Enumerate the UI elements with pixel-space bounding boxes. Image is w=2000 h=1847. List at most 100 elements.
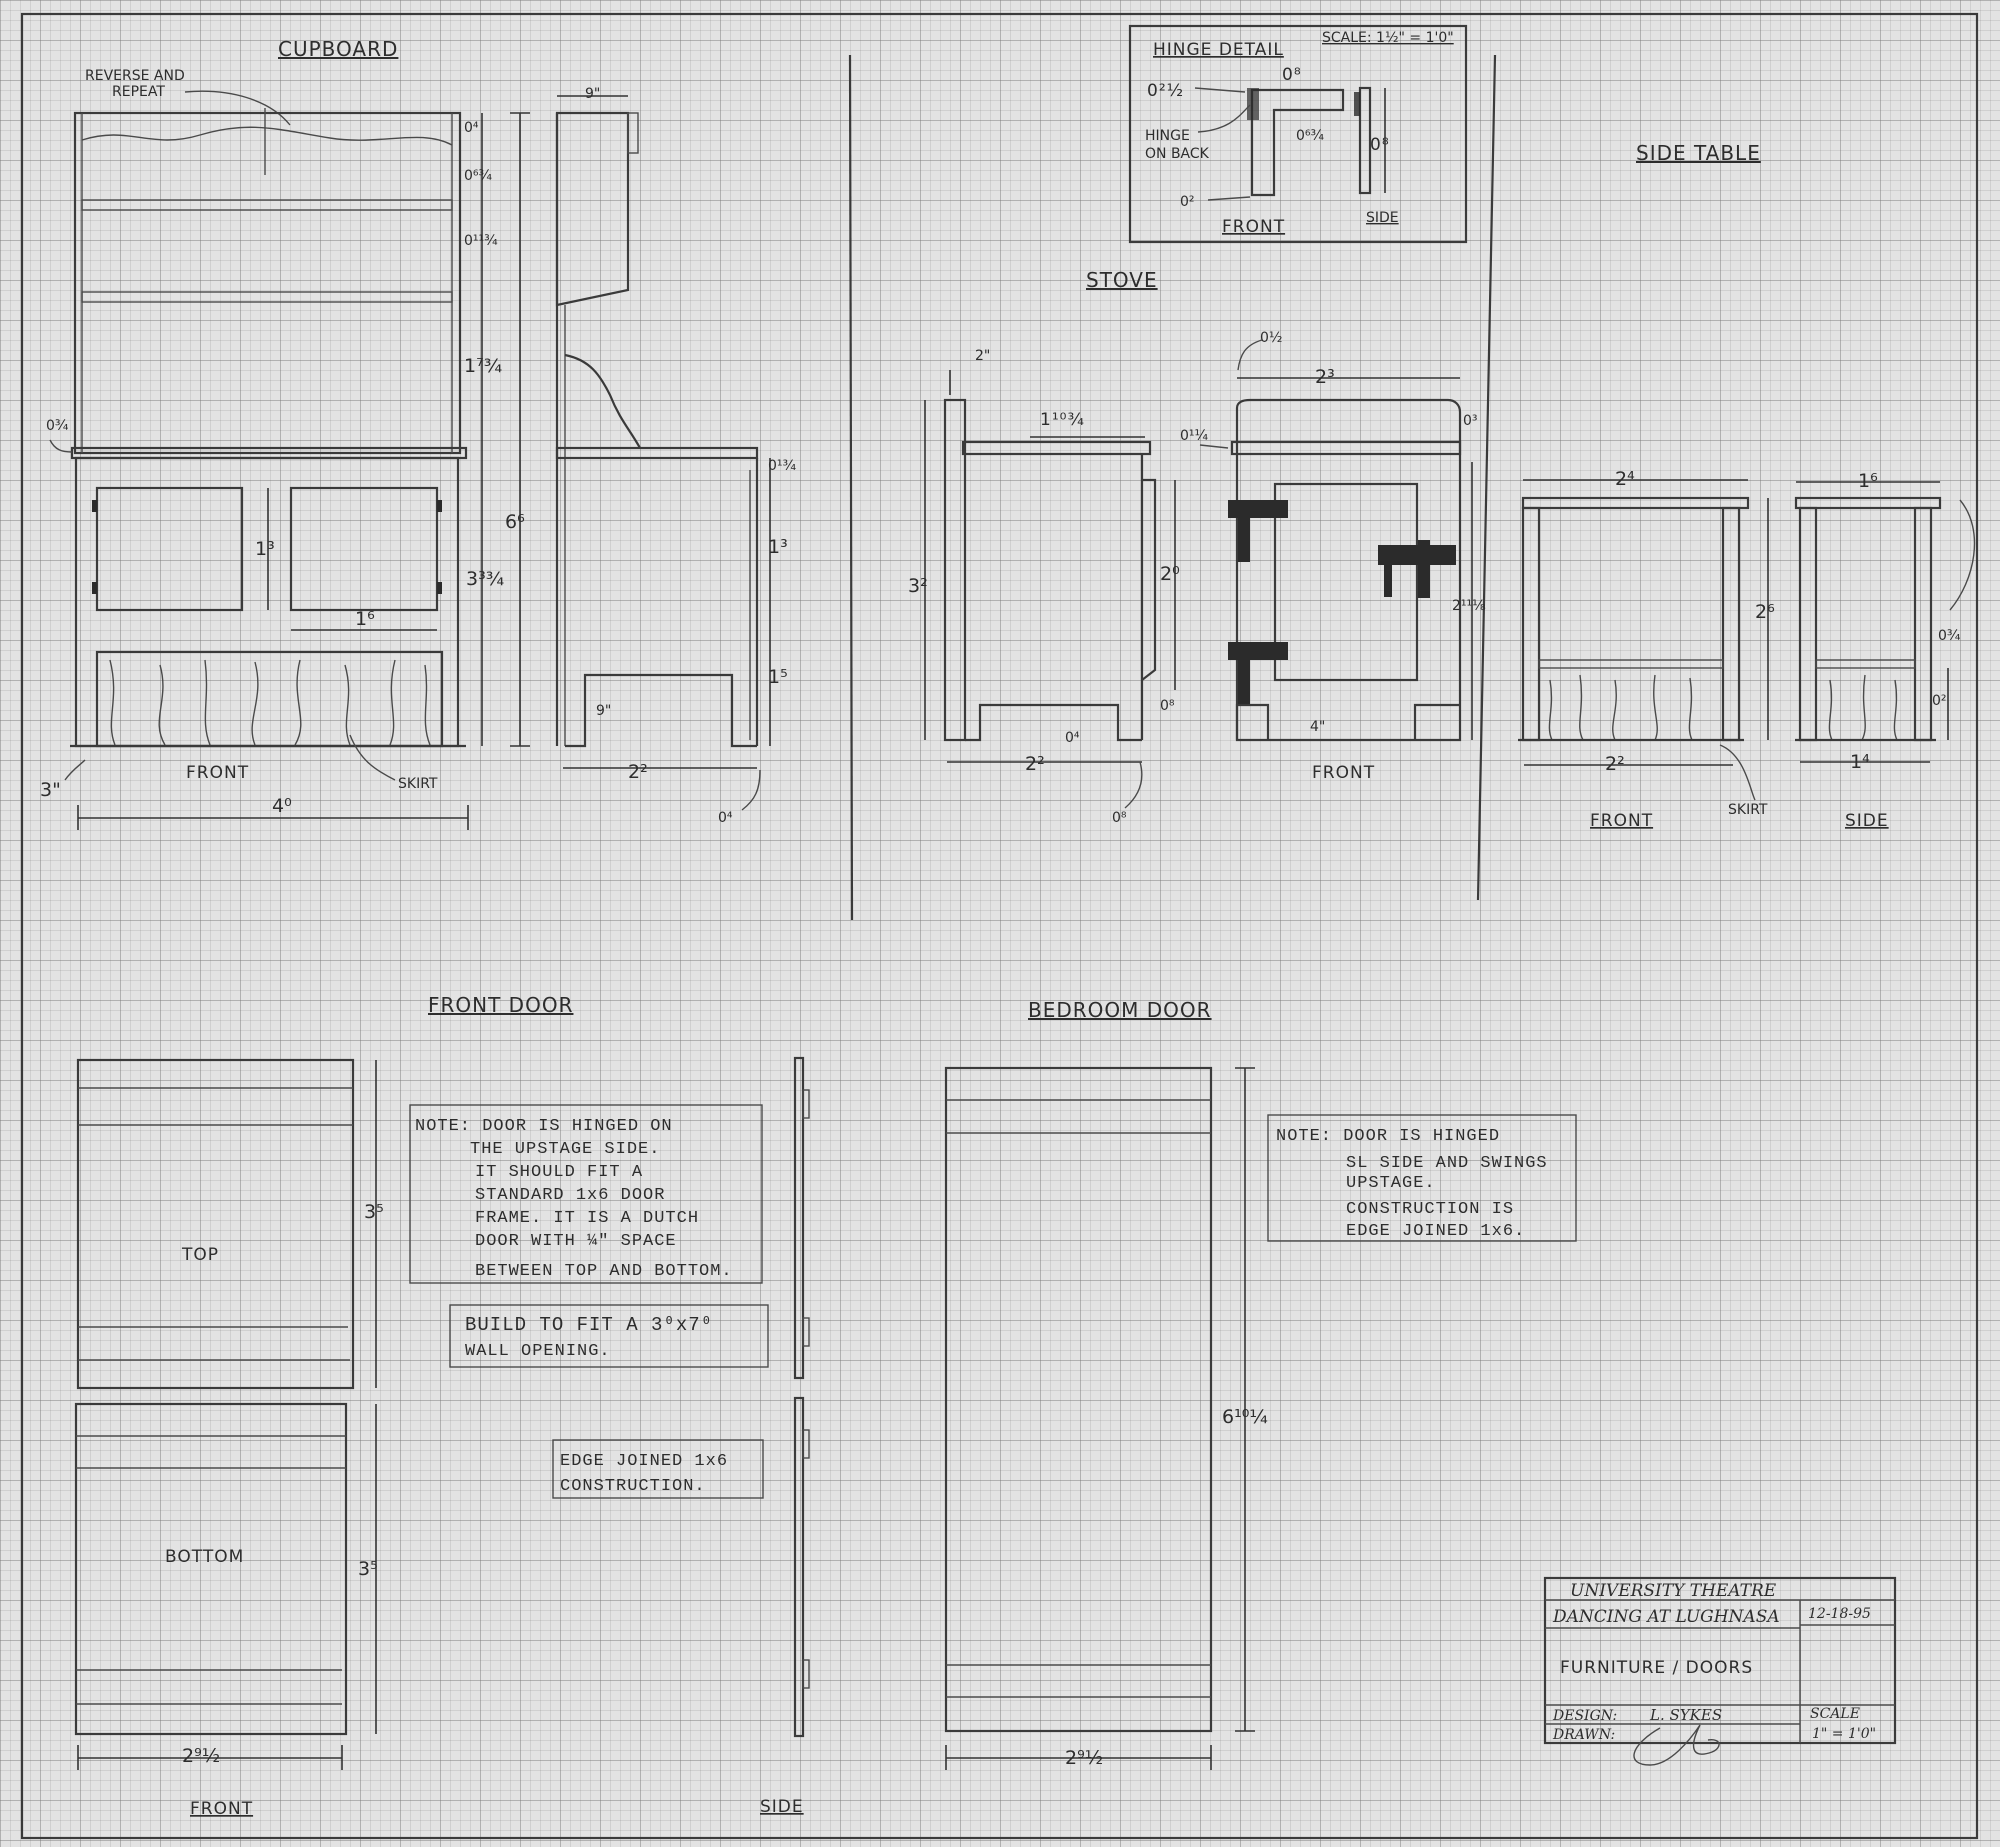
svg-text:1³: 1³ <box>768 536 788 558</box>
svg-text:0²½: 0²½ <box>1147 81 1184 101</box>
side-table-skirt <box>1548 674 1693 741</box>
stove-latch <box>1378 545 1456 565</box>
cupboard-front-label: FRONT <box>186 763 249 783</box>
svg-text:2⁹½: 2⁹½ <box>182 1745 220 1767</box>
svg-text:WALL OPENING.: WALL OPENING. <box>465 1342 611 1361</box>
cupboard-base <box>74 456 460 748</box>
svg-text:FRONT: FRONT <box>1312 763 1375 783</box>
title-designer: L. SYKES <box>1649 1706 1722 1724</box>
front-door-bottom-label: BOTTOM <box>165 1547 244 1567</box>
svg-text:0⁸: 0⁸ <box>1370 135 1390 155</box>
svg-text:1¹⁰¾: 1¹⁰¾ <box>1040 410 1085 430</box>
front-door-top-label: TOP <box>181 1245 219 1265</box>
svg-text:CONSTRUCTION.: CONSTRUCTION. <box>560 1477 706 1496</box>
svg-text:IT SHOULD FIT A: IT SHOULD FIT A <box>475 1163 643 1182</box>
divider-right <box>1476 54 1497 901</box>
divider-left <box>848 54 854 921</box>
stove-hinge-bottom <box>1228 642 1288 660</box>
side-table-title: SIDE TABLE <box>1636 141 1761 165</box>
svg-text:0⁸: 0⁸ <box>1112 810 1127 826</box>
stove-drawing: STOVE 3² 2" 1¹⁰¾ 2⁰ 0⁸ 0⁴ 2² 0⁸ 0½ <box>908 268 1486 826</box>
stove-front-body <box>1235 398 1462 742</box>
svg-text:0¾: 0¾ <box>1938 628 1961 644</box>
cupboard-hutch <box>73 111 462 455</box>
svg-text:NOTE: DOOR IS HINGED ON: NOTE: DOOR IS HINGED ON <box>415 1117 673 1136</box>
front-door-side-bottom <box>793 1396 805 1738</box>
edge-note-box <box>552 1439 764 1499</box>
cupboard-skirt-label: SKIRT <box>398 776 438 792</box>
svg-text:SKIRT: SKIRT <box>1728 802 1768 818</box>
svg-text:1³: 1³ <box>255 538 275 560</box>
svg-text:DOOR WITH ¼" SPACE: DOOR WITH ¼" SPACE <box>475 1232 677 1251</box>
svg-text:2": 2" <box>975 348 990 364</box>
svg-text:6¹⁰¼: 6¹⁰¼ <box>1222 1406 1268 1428</box>
side-table-leg-right <box>1721 506 1741 742</box>
cupboard-skirt <box>95 650 444 748</box>
stove-side-base <box>965 703 1142 742</box>
svg-text:0²: 0² <box>1932 693 1947 709</box>
cupboard-scallop <box>81 126 453 146</box>
cupboard-door-right <box>289 486 439 612</box>
side-table-top <box>1521 496 1750 510</box>
svg-text:SIDE: SIDE <box>1366 210 1399 226</box>
svg-text:HINGE: HINGE <box>1145 128 1190 144</box>
svg-text:UPSTAGE.: UPSTAGE. <box>1346 1174 1436 1193</box>
cupboard-width: 4⁰ <box>272 795 292 817</box>
bedroom-door-title: BEDROOM DOOR <box>1028 998 1212 1022</box>
svg-text:SL SIDE AND SWINGS: SL SIDE AND SWINGS <box>1346 1154 1548 1173</box>
svg-text:2²: 2² <box>1605 753 1625 775</box>
svg-text:0⁸: 0⁸ <box>1282 65 1302 85</box>
svg-text:2⁴: 2⁴ <box>1615 468 1635 490</box>
svg-text:2²: 2² <box>628 761 648 783</box>
front-door-bottom <box>74 1402 348 1736</box>
stove-oven-door <box>1273 482 1419 682</box>
cupboard-shelf-2 <box>81 291 453 303</box>
stove-hinge-top <box>1228 500 1288 518</box>
svg-text:EDGE JOINED 1x6.: EDGE JOINED 1x6. <box>1346 1222 1525 1241</box>
skirt-folds <box>109 659 431 746</box>
svg-text:0⁴: 0⁴ <box>718 810 733 826</box>
side-table-drawing: SIDE TABLE 2⁴ 2⁶ 2² SKIRT FRONT 1⁶ 0¾ 0²… <box>1518 141 1976 831</box>
svg-text:2²: 2² <box>1025 753 1045 775</box>
svg-text:4": 4" <box>1310 719 1325 735</box>
svg-text:DESIGN:: DESIGN: <box>1552 1708 1617 1724</box>
svg-text:1⁶: 1⁶ <box>1858 470 1878 492</box>
front-door-top <box>76 1058 355 1390</box>
title-scale: 1" = 1'0" <box>1812 1726 1876 1742</box>
hinge-side <box>1358 86 1372 195</box>
cupboard-side-base <box>565 673 757 748</box>
svg-text:FRONT: FRONT <box>190 1799 253 1819</box>
svg-text:0²: 0² <box>1180 194 1195 210</box>
cupboard-title: CUPBOARD <box>278 37 398 61</box>
hinge-front-l <box>1250 88 1345 197</box>
svg-text:FRAME. IT IS A DUTCH: FRAME. IT IS A DUTCH <box>475 1209 699 1228</box>
stove-side-back <box>943 398 967 742</box>
bedroom-door-drawing: BEDROOM DOOR 6¹⁰¼ 2⁹½ NOTE: DOOR IS HING… <box>944 998 1577 1770</box>
cupboard-door-left <box>95 486 244 612</box>
svg-text:2⁹½: 2⁹½ <box>1065 1747 1103 1769</box>
side-table-leg-left <box>1521 506 1541 742</box>
front-door-drawing: FRONT DOOR TOP BOTTOM 3⁵ 3⁵ 2⁹½ FRONT SI… <box>74 993 810 1819</box>
stove-side-top <box>961 440 1152 456</box>
front-door-title: FRONT DOOR <box>428 993 573 1017</box>
svg-text:CONSTRUCTION IS: CONSTRUCTION IS <box>1346 1200 1514 1219</box>
svg-text:SIDE: SIDE <box>760 1797 804 1817</box>
svg-text:THE UPSTAGE SIDE.: THE UPSTAGE SIDE. <box>470 1140 660 1159</box>
title-block-frame <box>1543 1576 1897 1745</box>
bedroom-door <box>944 1066 1213 1733</box>
svg-text:0⁴: 0⁴ <box>1065 730 1080 746</box>
title-org: UNIVERSITY THEATRE <box>1570 1581 1777 1601</box>
svg-text:1⁴: 1⁴ <box>1850 751 1870 773</box>
title-date: 12-18-95 <box>1808 1606 1871 1622</box>
svg-text:2⁰: 2⁰ <box>1160 563 1180 585</box>
svg-text:3⁵: 3⁵ <box>364 1201 384 1223</box>
hinge-scale: SCALE: 1½" = 1'0" <box>1322 30 1454 46</box>
svg-text:FRONT: FRONT <box>1590 811 1653 831</box>
signature <box>1633 1724 1720 1766</box>
front-door-side-top <box>793 1056 805 1380</box>
svg-text:2⁶: 2⁶ <box>1755 601 1775 623</box>
svg-text:3²: 3² <box>908 575 928 597</box>
cupboard-shelf-1 <box>81 199 453 211</box>
